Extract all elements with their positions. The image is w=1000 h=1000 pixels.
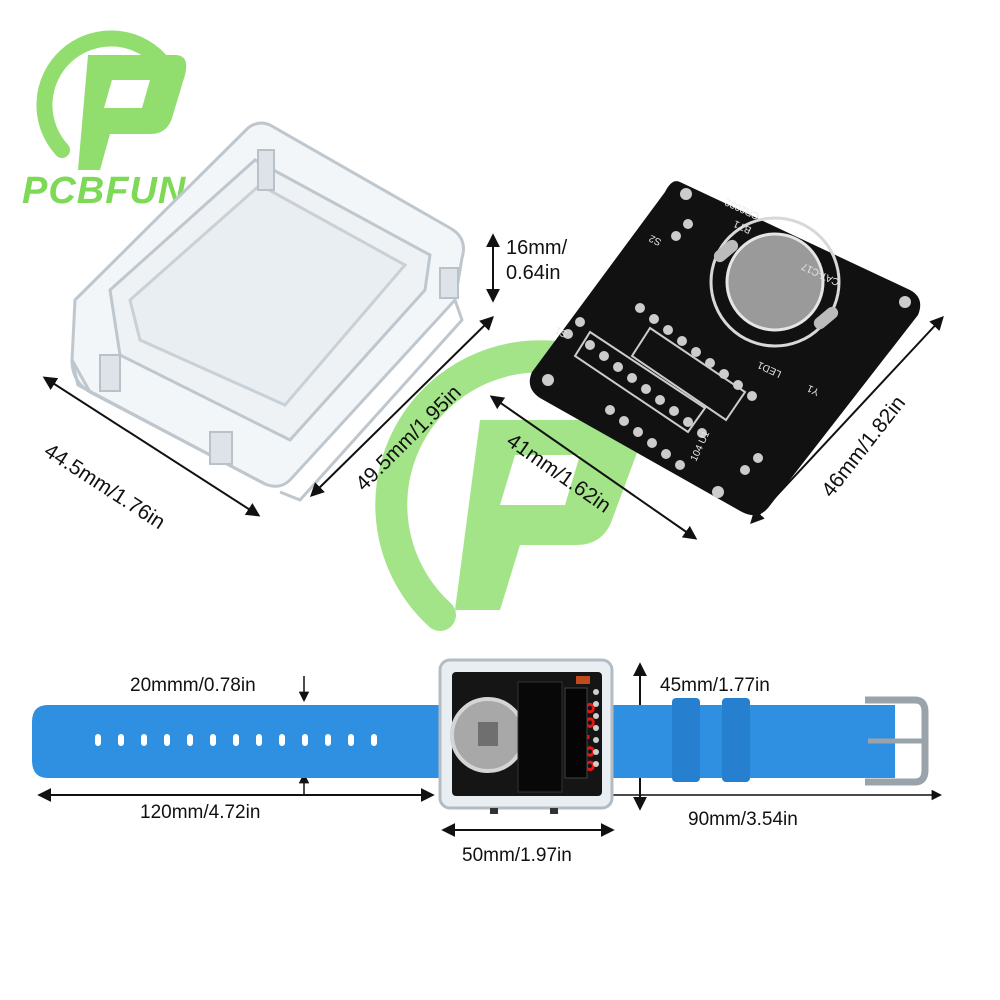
strap-width-label: 20mmm/0.78in bbox=[130, 675, 256, 696]
watch-height-label: 45mm/1.77in bbox=[660, 675, 770, 696]
capacitor bbox=[576, 676, 590, 684]
strap-loop-1 bbox=[672, 698, 700, 782]
strap-loop-2 bbox=[722, 698, 750, 782]
case-height-label-line-1: 16mm/ bbox=[506, 237, 568, 259]
case-height-label-line-2: 0.64in bbox=[506, 262, 561, 284]
top-left-logo-icon bbox=[36, 30, 187, 170]
strap-right-length-label: 90mm/3.54in bbox=[688, 809, 798, 830]
brand-name: PCBFUN bbox=[22, 170, 187, 212]
right-strap bbox=[610, 705, 895, 778]
microchip bbox=[564, 687, 588, 779]
strap-left-length-label: 120mm/4.72in bbox=[140, 802, 261, 823]
pcb-switch-2-label: S2 bbox=[647, 232, 663, 247]
pcb-switch-1-label: S1 bbox=[553, 324, 569, 339]
led-display bbox=[517, 681, 563, 793]
watch-width-label: 50mm/1.97in bbox=[462, 845, 572, 866]
